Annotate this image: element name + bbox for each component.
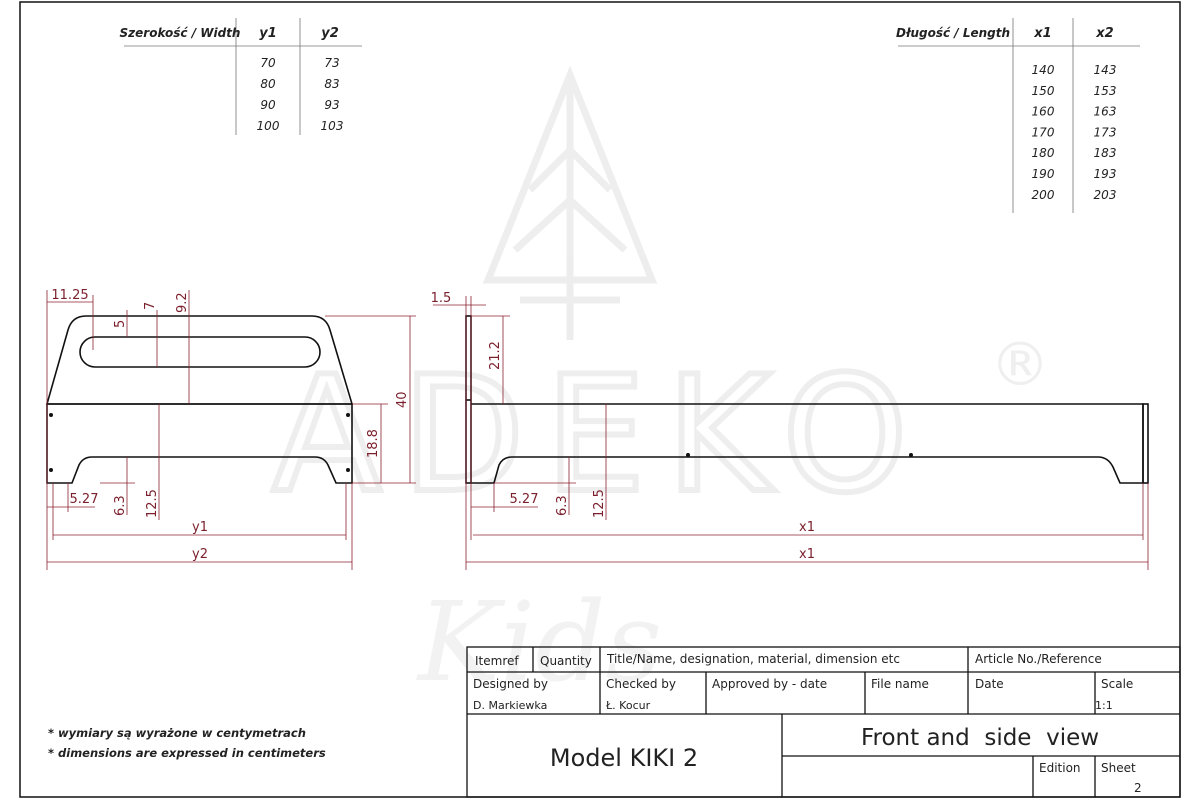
- sheet-value: 2: [1134, 781, 1142, 795]
- side-view: 1.5 21.2 12.5 6.3 5.27 x1 x1: [431, 291, 1149, 570]
- watermark-logo: ADEKO ® Kids: [269, 65, 1050, 706]
- scale-value: 1:1: [1095, 699, 1113, 712]
- length-table-cell: 203: [1094, 188, 1117, 202]
- dim-5-27: 5.27: [70, 492, 99, 507]
- width-table-cell: 103: [321, 119, 344, 133]
- view-title: Front and side view: [861, 725, 1099, 751]
- length-table-cell: 150: [1032, 84, 1055, 98]
- length-table-cell: 183: [1094, 146, 1117, 160]
- file-name-label: File name: [871, 677, 929, 691]
- length-table-cell: 170: [1032, 125, 1055, 139]
- width-table-header: Szerokość / Width: [120, 26, 241, 40]
- width-table-cell: 83: [324, 77, 339, 91]
- length-table-cell: 180: [1032, 146, 1055, 160]
- title-block: Itemref Quantity Title/Name, designation…: [466, 646, 1181, 798]
- scale-label: Scale: [1101, 677, 1133, 691]
- width-table-header-y1: y1: [259, 26, 277, 41]
- sheet-label: Sheet: [1101, 761, 1136, 775]
- length-table-header-x1: x1: [1033, 26, 1051, 41]
- dim-6-3-side: 6.3: [555, 495, 570, 516]
- length-table-header-x2: x2: [1095, 26, 1113, 41]
- date-label: Date: [975, 677, 1004, 691]
- width-table-cell: 100: [257, 119, 280, 133]
- dim-11-25: 11.25: [51, 288, 88, 303]
- designed-by-label: Designed by: [473, 677, 548, 691]
- dim-9-2: 9.2: [175, 292, 190, 313]
- length-table-cell: 173: [1094, 125, 1117, 139]
- dim-x1-total: x1: [799, 547, 815, 562]
- dim-7: 7: [143, 302, 158, 310]
- width-table-cell: 70: [260, 56, 276, 70]
- checked-by-label: Checked by: [606, 677, 676, 691]
- note-english: * dimensions are expressed in centimeter…: [48, 746, 326, 760]
- dim-18-8: 18.8: [366, 429, 381, 458]
- dim-6-3: 6.3: [113, 495, 128, 516]
- length-table-cell: 163: [1094, 105, 1117, 119]
- model-name: Model KIKI 2: [550, 744, 698, 772]
- width-table-cell: 93: [324, 98, 339, 112]
- dim-y2: y2: [192, 547, 208, 562]
- approved-by-label: Approved by - date: [712, 677, 827, 691]
- dim-x1: x1: [799, 520, 815, 535]
- length-table-cell: 143: [1094, 63, 1117, 77]
- watermark-sub: Kids: [416, 578, 662, 706]
- width-table: Szerokość / Width y1 y2 70 73 80 83 90 93 100 1…: [120, 18, 362, 135]
- length-table: Długość / Length x1 x2 140 143 150 153 160 16…: [896, 18, 1140, 213]
- watermark-registered: ®: [990, 330, 1050, 400]
- length-table-cell: 200: [1032, 188, 1055, 202]
- width-table-cell: 73: [324, 56, 339, 70]
- dim-40: 40: [395, 391, 410, 408]
- checked-by-value: Ł. Kocur: [605, 699, 651, 712]
- length-table-cell: 160: [1032, 105, 1055, 119]
- dim-1-5: 1.5: [431, 291, 452, 306]
- dim-12-5-side: 12.5: [592, 489, 607, 518]
- length-table-header: Długość / Length: [896, 26, 1010, 40]
- length-table-cell: 193: [1094, 167, 1117, 181]
- length-table-cell: 153: [1094, 84, 1117, 98]
- dim-5-27-side: 5.27: [510, 492, 539, 507]
- dim-5: 5: [113, 320, 128, 328]
- itemref-label: Itemref: [475, 654, 519, 668]
- quantity-label: Quantity: [540, 654, 592, 668]
- front-view: 11.25 5 7 9.2 40 18.8 12.5 6.3 5.27 y1 y…: [45, 288, 416, 570]
- dim-y1: y1: [192, 520, 208, 535]
- width-table-cell: 80: [260, 77, 276, 91]
- dim-21-2: 21.2: [488, 341, 503, 370]
- note-polish: * wymiary są wyrażone w centymetrach: [48, 726, 306, 740]
- title-label: Title/Name, designation, material, dimen…: [606, 652, 900, 666]
- designed-by-value: D. Markiewka: [473, 699, 547, 712]
- article-label: Article No./Reference: [975, 652, 1102, 666]
- width-table-header-y2: y2: [321, 26, 339, 41]
- length-table-cell: 140: [1032, 63, 1055, 77]
- edition-label: Edition: [1039, 761, 1081, 775]
- watermark-brand: ADEKO: [272, 341, 928, 528]
- length-table-cell: 190: [1032, 167, 1055, 181]
- width-table-cell: 90: [260, 98, 276, 112]
- dim-12-5: 12.5: [145, 489, 160, 518]
